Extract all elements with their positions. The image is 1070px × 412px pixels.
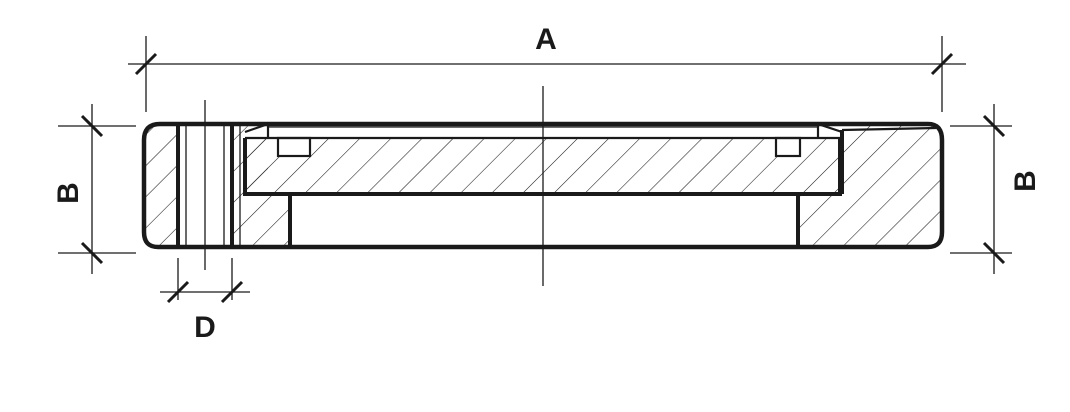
inner-bore-step — [288, 194, 800, 247]
dim-a-tick-right — [930, 52, 954, 76]
dim-d-tick-right — [220, 280, 244, 304]
dim-d-label: D — [194, 311, 216, 344]
dim-b-right-label: B — [1009, 170, 1042, 192]
top-recess — [266, 124, 820, 138]
dim-b-left-tick-bottom — [80, 241, 104, 265]
dim-a-tick-left — [134, 52, 158, 76]
dimension-a: A — [128, 23, 966, 112]
hatch-right-ring — [800, 126, 940, 246]
disc-chamfer-right — [817, 122, 843, 134]
hatch-left-outer — [144, 124, 178, 246]
right-ring-top — [841, 126, 937, 132]
outer-contour — [141, 121, 945, 250]
dim-b-left-label: B — [52, 182, 85, 204]
hatched-sections — [144, 124, 940, 246]
dim-d-tick-left — [166, 280, 190, 304]
dim-b-right-tick-top — [982, 114, 1006, 138]
dim-b-left-tick-top — [80, 114, 104, 138]
dim-a-label: A — [535, 23, 557, 56]
disc-chamfer-left — [244, 122, 269, 134]
pocket-left — [276, 136, 312, 158]
dimension-b-right: B — [950, 104, 1042, 274]
pocket-right — [774, 136, 802, 158]
center-lines — [204, 86, 544, 286]
dimension-b-left: B — [52, 104, 136, 274]
dimension-d: D — [160, 258, 250, 344]
dim-b-right-tick-bottom — [982, 241, 1006, 265]
